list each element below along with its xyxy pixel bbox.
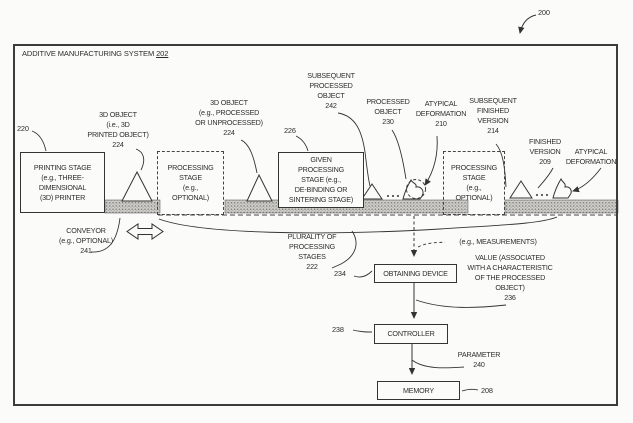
printed-object-triangle <box>121 170 153 202</box>
label-subsequent-finished-version: SUBSEQUENT FINISHED VERSION 214 <box>469 96 517 135</box>
processing-stage-1-box: PROCESSING STAGE (e.g., OPTIONAL) <box>157 151 224 215</box>
label-finished-version: FINISHED VERSION 209 <box>529 137 561 166</box>
measurements-connector <box>417 241 446 248</box>
deformed-finished-object <box>552 177 572 199</box>
memory-ref: 208 <box>481 386 493 395</box>
atypical-deformation-right-arrow <box>572 167 602 193</box>
printing-stage-ref: 220 <box>17 124 29 133</box>
leader-lines <box>31 112 554 392</box>
deformation-highlight-circle <box>406 179 426 199</box>
ellipsis-dots-right <box>536 194 548 196</box>
memory-box: MEMORY <box>377 381 460 400</box>
ellipsis-dots-mid <box>387 195 399 197</box>
conveyor-belt-3 <box>504 199 619 214</box>
atypical-deformation-mid-arrow <box>424 135 438 186</box>
subsequent-processed-object-triangle <box>361 183 383 200</box>
controller-box: CONTROLLER <box>374 324 448 344</box>
deformed-processed-object <box>402 178 424 200</box>
label-measurements: (e.g., MEASUREMENTS) <box>459 237 537 246</box>
system-boundary <box>13 44 618 406</box>
obtaining-device-box: OBTAINING DEVICE <box>374 264 457 283</box>
label-3d-processed-or-unprocessed: 3D OBJECT (e.g., PROCESSED OR UNPROCESSE… <box>195 98 263 137</box>
given-processing-stage-box: GIVEN PROCESSING STAGE (e.g., DE-BINDING… <box>278 152 364 208</box>
plurality-brace-curve <box>158 216 558 234</box>
controller-ref: 238 <box>332 325 344 334</box>
label-plurality-of-processing-stages: PLURALITY OF PROCESSING STAGES 222 <box>287 232 337 271</box>
label-value: VALUE (ASSOCIATED WITH A CHARACTERISTIC … <box>467 253 553 302</box>
label-parameter: PARAMETER 240 <box>457 350 501 369</box>
conveyor-double-arrow-icon <box>126 223 164 240</box>
plurality-brace-curl <box>331 230 357 269</box>
system-ref: 202 <box>156 49 169 58</box>
processing-stage-2-box: PROCESSING STAGE (e.g., OPTIONAL) <box>443 151 505 215</box>
label-atypical-deformation-right: ATYPICAL DEFORMATION <box>565 147 617 166</box>
printing-stage-box: PRINTING STAGE (e.g., THREE- DIMENSIONAL… <box>20 152 105 213</box>
label-conveyor: CONVEYOR (e.g., OPTIONAL) 241 <box>59 226 113 255</box>
label-3d-printed-object: 3D OBJECT (i.e., 3D PRINTED OBJECT) 224 <box>87 110 149 149</box>
figure-ref: 200 <box>538 8 550 17</box>
figure-ref-arrow <box>518 14 537 34</box>
system-title: ADDITIVE MANUFACTURING SYSTEM 202 <box>22 49 168 58</box>
label-atypical-deformation-mid: ATYPICAL DEFORMATION 210 <box>415 99 467 128</box>
label-processed-object: PROCESSED OBJECT 230 <box>366 97 410 126</box>
label-subsequent-processed-object: SUBSEQUENT PROCESSED OBJECT 242 <box>307 71 355 110</box>
finished-version-triangle <box>509 180 533 199</box>
given-stage-ref: 226 <box>284 126 296 135</box>
system-title-text: ADDITIVE MANUFACTURING SYSTEM <box>22 49 155 58</box>
processed-object-triangle <box>246 173 273 202</box>
obtaining-device-ref: 234 <box>334 269 346 278</box>
